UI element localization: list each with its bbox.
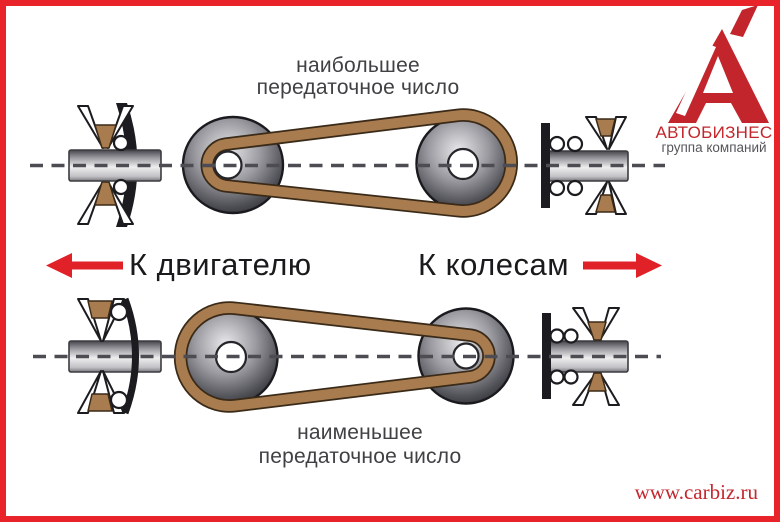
belt-top <box>202 110 517 216</box>
pulley-assembly-engine-top <box>68 103 162 227</box>
pulley-assembly-engine-bottom <box>68 297 162 415</box>
roller <box>563 369 579 385</box>
roller <box>563 328 579 344</box>
spring-plate <box>542 313 551 399</box>
roller <box>549 369 565 385</box>
pulley-assembly-wheels-bottom <box>542 307 629 406</box>
roller <box>112 178 130 196</box>
wheels-label: К колесам <box>418 247 570 282</box>
bottom-caption-line2: передаточное число <box>258 445 462 468</box>
engine-label: К двигателю <box>129 247 312 282</box>
roller <box>566 179 584 197</box>
roller <box>566 135 584 153</box>
cone-sheave <box>608 181 627 215</box>
bottom-caption: наименьшее передаточное число <box>226 421 494 469</box>
roller <box>109 302 129 322</box>
belt-section <box>587 372 607 392</box>
spring-plate <box>541 123 550 208</box>
belt-section <box>595 118 616 137</box>
logo-subtitle: группа компаний <box>661 140 767 155</box>
belt-section <box>87 300 113 319</box>
roller <box>112 134 130 152</box>
roller <box>109 390 129 410</box>
belt-section <box>87 393 113 412</box>
top-caption-line2: передаточное число <box>256 76 460 99</box>
bottom-caption-line1: наименьшее <box>297 421 423 444</box>
belt-section <box>587 321 607 341</box>
belt-section <box>595 194 616 213</box>
roller <box>548 179 566 197</box>
pulley-assembly-wheels-top <box>541 116 629 215</box>
roller <box>548 135 566 153</box>
top-caption-line1: наибольшее <box>296 54 420 77</box>
cone-sheave <box>608 116 627 150</box>
cone-sheave <box>77 298 102 342</box>
right-arrow-icon <box>583 253 662 278</box>
top-caption: наибольшее передаточное число <box>228 55 488 99</box>
cone-sheave <box>77 370 102 414</box>
logo-a-accent-icon <box>668 5 769 123</box>
belt-section <box>94 181 117 206</box>
left-arrow-icon <box>46 253 123 278</box>
logo-name: АВТОБИЗНЕС <box>655 123 773 142</box>
website-url: www.carbiz.ru <box>634 480 758 504</box>
spring-arc <box>121 297 139 415</box>
belt-section <box>94 124 117 149</box>
belt-bottom <box>175 303 494 411</box>
roller <box>549 328 565 344</box>
